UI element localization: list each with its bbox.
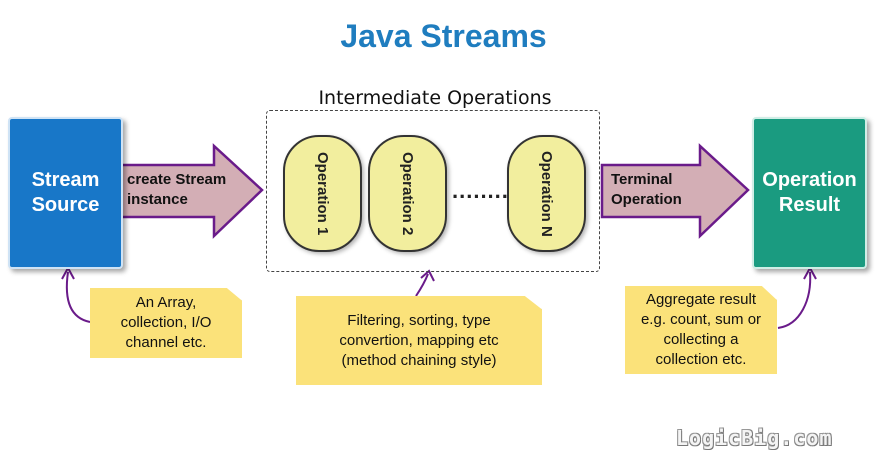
operation-2-pill: Operation 2	[368, 135, 447, 252]
terminal-operation-line2: Operation	[611, 191, 682, 208]
operation-1-pill: Operation 1	[283, 135, 362, 252]
operation-result-box: Operation Result	[752, 117, 867, 269]
intermediate-note-line: (method chaining style)	[341, 351, 497, 369]
stream-source-line2: Source	[31, 194, 100, 216]
stream-source-box: Stream Source	[8, 117, 123, 269]
operation-result-line2: Result	[778, 194, 841, 216]
result-note-line: Aggregate result	[645, 291, 757, 308]
operation-n-label: Operation N	[538, 150, 555, 237]
terminal-operation-line1: Terminal	[611, 171, 673, 188]
ellipsis: ........	[452, 178, 509, 203]
intermediate-note-line: convertion, mapping etc	[339, 331, 499, 349]
result-note-line: collecting a	[663, 331, 739, 348]
source-note: An Array, collection, I/O channel etc.	[90, 288, 242, 358]
operation-n-pill: Operation N	[507, 135, 586, 252]
result-note-connector	[777, 271, 812, 329]
result-note-line: collection etc.	[655, 351, 747, 368]
operation-1-label: Operation 1	[314, 151, 331, 236]
intermediate-operations-label: Intermediate Operations	[318, 87, 552, 109]
source-note-line: channel etc.	[125, 334, 207, 351]
diagram-title: Java Streams	[340, 18, 547, 54]
terminal-operation-arrow	[600, 143, 750, 239]
source-note-connector	[65, 271, 91, 323]
intermediate-operations-frame	[266, 110, 600, 272]
create-stream-line2: instance	[127, 191, 188, 208]
stream-source-line1: Stream	[31, 169, 100, 191]
result-note: Aggregate result e.g. count, sum or coll…	[625, 286, 777, 374]
terminal-operation-label: Terminal Operation	[611, 170, 731, 210]
intermediate-note: Filtering, sorting, type convertion, map…	[296, 296, 542, 385]
operation-result-line1: Operation	[762, 169, 857, 191]
create-stream-line1: create Stream	[127, 171, 227, 188]
intermediate-note-line: Filtering, sorting, type	[347, 311, 491, 329]
create-stream-label: create Stream instance	[127, 170, 257, 210]
result-note-line: e.g. count, sum or	[640, 311, 762, 328]
source-note-line: collection, I/O	[120, 314, 212, 331]
source-note-line: An Array,	[135, 294, 197, 311]
logicbig-watermark: LogicBig.com	[676, 426, 833, 450]
intermediate-note-connector	[415, 273, 429, 297]
create-stream-arrow	[118, 143, 264, 239]
operation-2-label: Operation 2	[399, 151, 416, 236]
